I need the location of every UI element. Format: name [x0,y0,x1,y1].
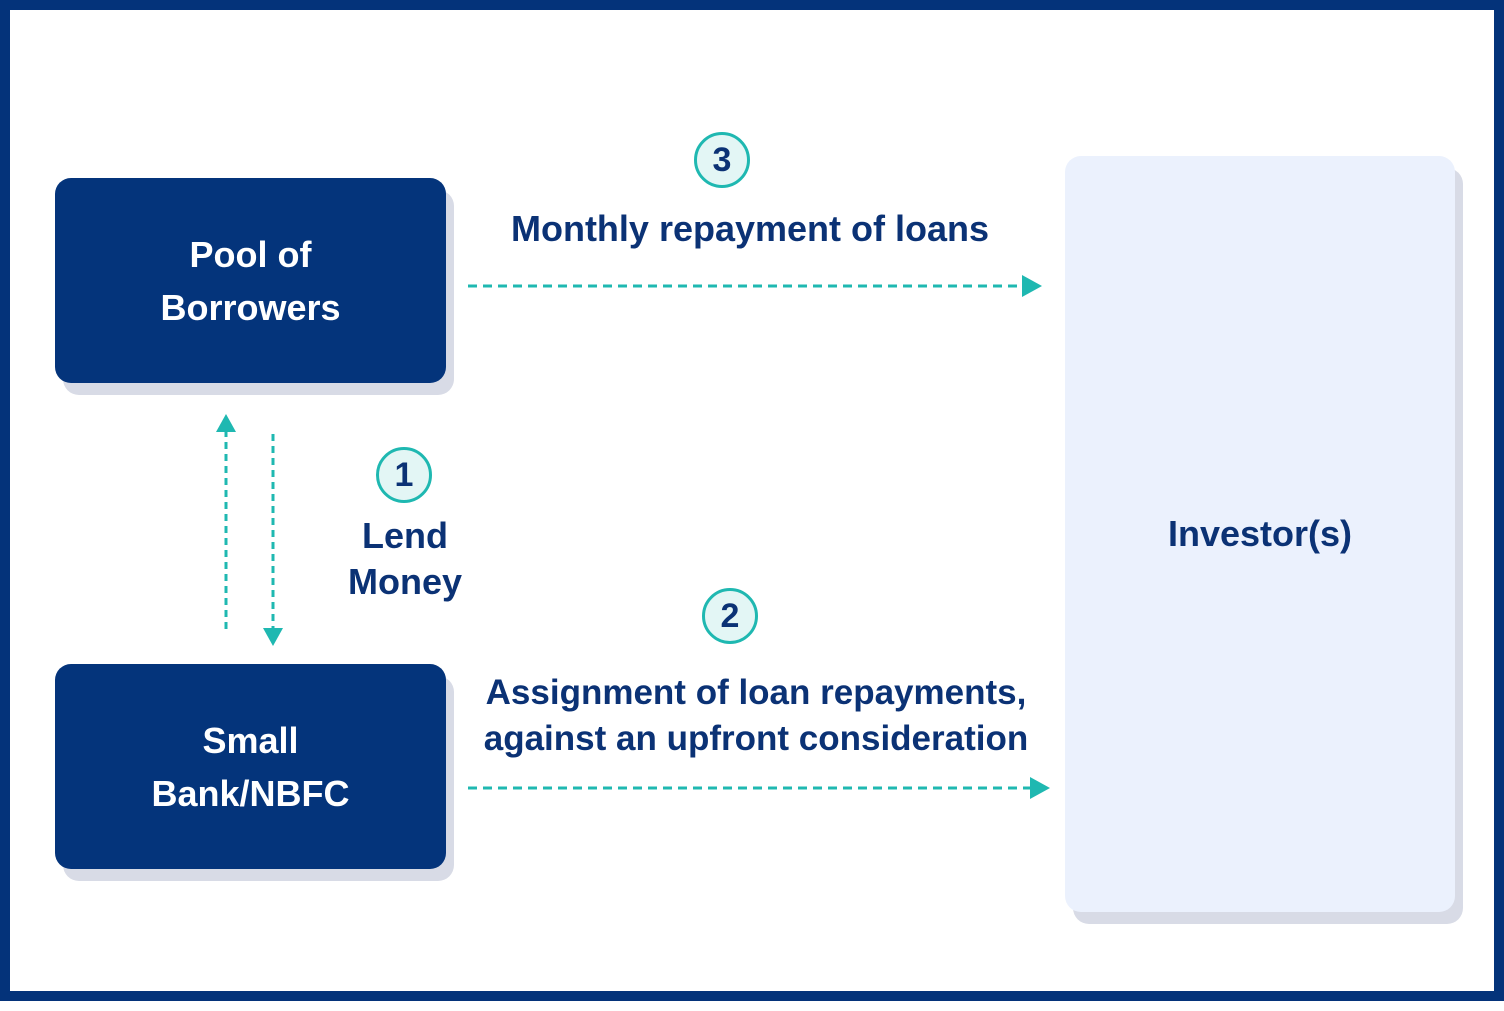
pool-box-line2: Borrowers [160,286,341,328]
small-bank-nbfc-box: Small Bank/NBFC [55,664,446,869]
arrow-bank-to-pool-head [216,414,236,432]
step-3-label: Monthly repayment of loans [450,206,1050,252]
step-2-number: 2 [720,596,740,635]
step-2-text-line1: Assignment of loan repayments, [485,673,1027,712]
step-1-label: Lend Money [320,513,490,605]
investors-label: Investor(s) [1167,513,1353,554]
step-2-text-line2: against an upfront consideration [483,719,1029,758]
step-1-badge: 1 [376,447,432,503]
arrow-bank-to-investor-head [1030,777,1050,799]
pool-box-line1: Pool of [189,233,312,275]
arrow-pool-to-investor-head [1022,275,1042,297]
step-3-number: 3 [712,140,732,179]
bank-box-line2: Bank/NBFC [151,772,350,814]
pool-of-borrowers-box: Pool of Borrowers [55,178,446,383]
investors-box: Investor(s) [1065,156,1455,912]
step-2-label: Assignment of loan repayments, against a… [446,670,1066,762]
step-1-text-line2: Money [347,561,462,602]
arrows-layer [216,275,1050,799]
step-2-badge: 2 [702,588,758,644]
step-3-badge: 3 [694,132,750,188]
step-1-text-line1: Lend [362,515,448,556]
arrow-pool-to-bank-head [263,628,283,646]
bank-box-line1: Small [202,719,299,761]
step-1-number: 1 [394,455,414,494]
step-3-text: Monthly repayment of loans [510,208,990,249]
